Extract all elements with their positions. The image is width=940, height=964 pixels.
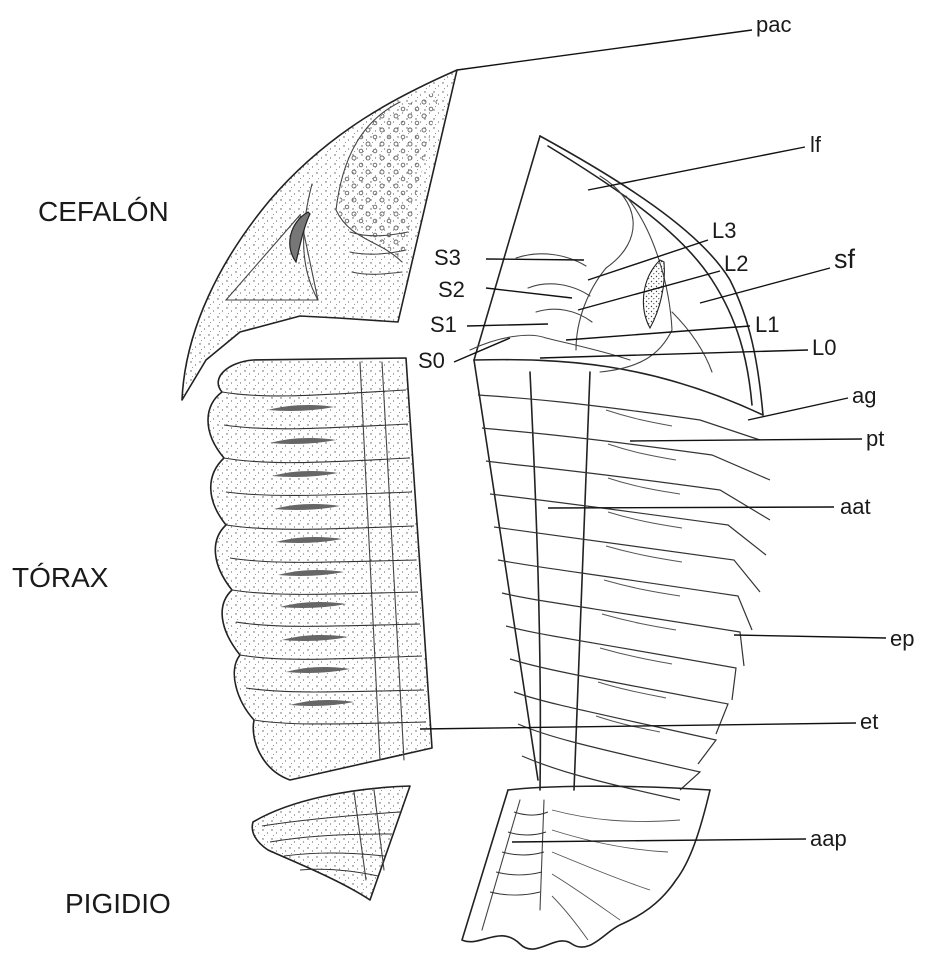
label-s3: S3 [434,245,461,270]
label-pac: pac [756,12,791,37]
leader-l3 [588,240,708,280]
left-cephalon [182,70,457,400]
leader-et [420,723,856,729]
leader-s3 [486,259,584,260]
label-l3: L3 [712,218,736,243]
leader-lf [588,147,805,190]
label-l0: L0 [812,335,836,360]
leader-s0 [454,338,510,362]
label-pt: pt [866,426,884,451]
label-s2: S2 [438,277,465,302]
section-labels: CEFALÓN TÓRAX PIGIDIO [12,196,171,919]
label-s0: S0 [418,348,445,373]
label-aat: aat [840,494,871,519]
label-ag: ag [852,383,876,408]
label-l2: L2 [724,251,748,276]
label-sf: sf [834,244,856,274]
leader-s1 [467,324,548,326]
leader-sf [700,268,830,303]
left-thorax [208,358,432,780]
label-et: et [860,709,878,734]
leader-pt [630,439,862,441]
leader-ep [734,635,886,638]
section-label-pygidium: PIGIDIO [65,888,171,919]
leader-pac [457,30,752,70]
leader-aap [512,839,806,842]
section-label-cephalon: CEFALÓN [38,196,169,227]
left-pygidium [252,786,410,900]
leader-l0 [540,350,808,358]
left-specimen-view [182,70,457,900]
leader-s2 [486,288,572,298]
label-lf: lf [810,132,822,157]
leader-l1 [566,326,750,340]
label-ep: ep [890,626,914,651]
section-label-thorax: TÓRAX [12,562,109,593]
label-l1: L1 [755,312,779,337]
right-thorax [474,360,770,800]
label-aap: aap [810,826,847,851]
right-cephalon [470,136,763,415]
label-s1: S1 [430,312,457,337]
right-pygidium [462,786,710,949]
